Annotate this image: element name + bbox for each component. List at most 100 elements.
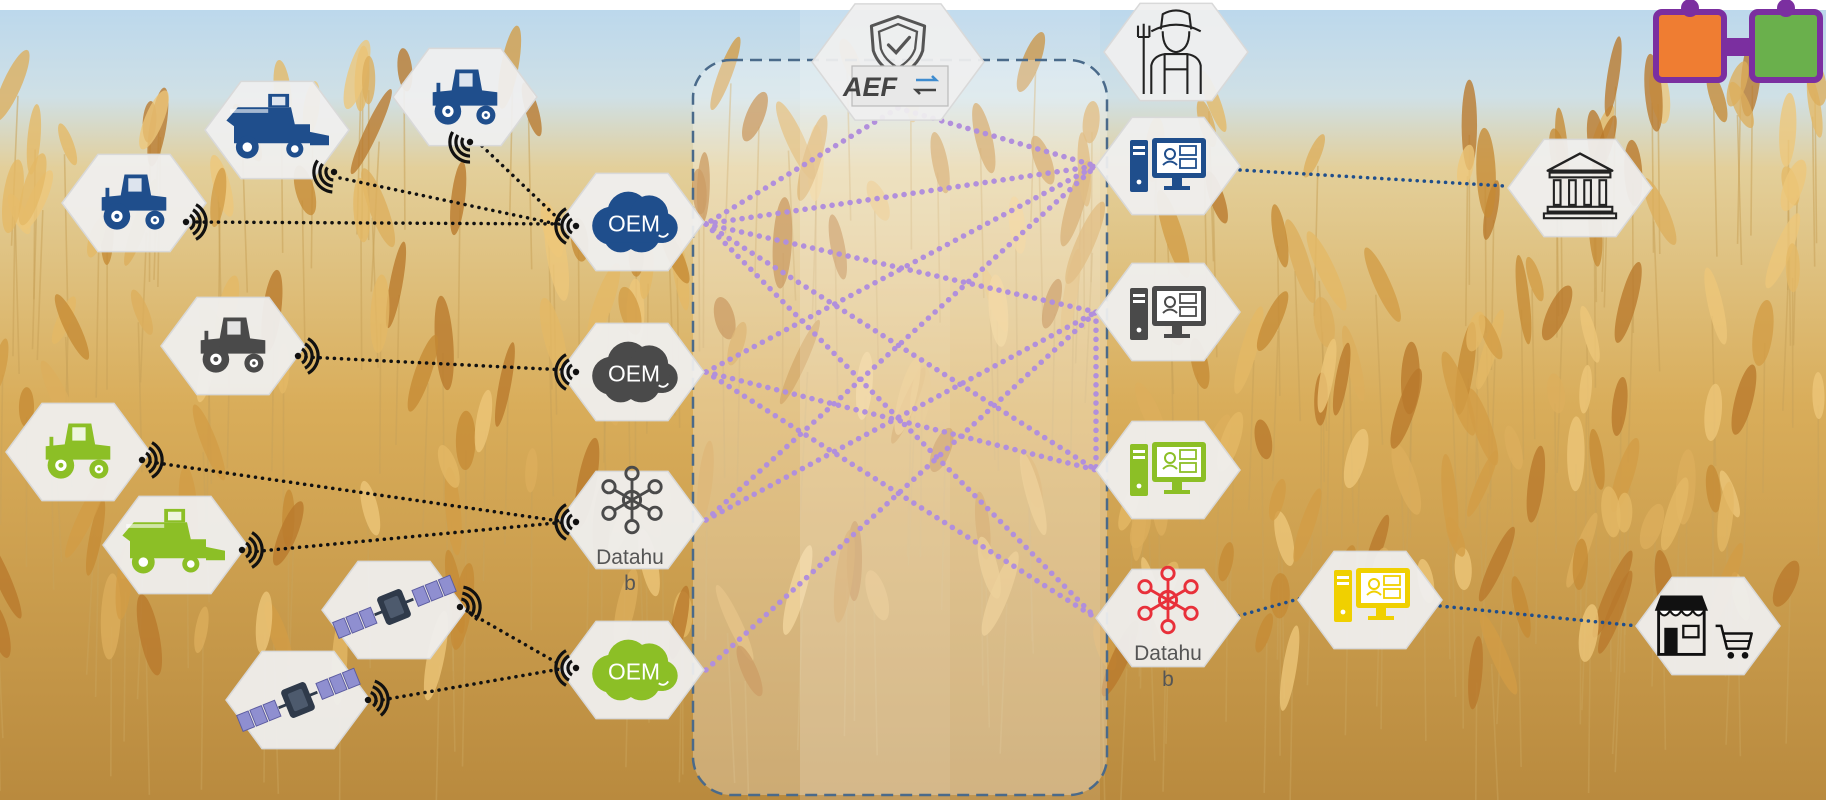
- wheat-stalk: [200, 639, 204, 790]
- wheat-head: [1016, 32, 1046, 93]
- wheat-stalk: [1785, 593, 1791, 744]
- network-hub-icon: [1137, 565, 1199, 635]
- wheat-stalk: [1084, 252, 1094, 403]
- wheat-head: [350, 89, 392, 175]
- wheat-head: [1274, 510, 1295, 566]
- wheat-stalk: [1271, 331, 1279, 482]
- wheat-stalk: [754, 126, 760, 277]
- oem-label: OEM: [608, 361, 660, 387]
- wheat-stalk: [1326, 385, 1331, 536]
- wheat-head: [1441, 351, 1476, 436]
- wheat-head: [1268, 478, 1286, 521]
- terminal-node: [1095, 420, 1241, 520]
- wheat-head: [1705, 464, 1721, 513]
- wheat-head: [833, 529, 855, 623]
- wheat-head: [130, 289, 153, 335]
- wheat-head: [1476, 127, 1496, 218]
- data-link: [703, 221, 1099, 621]
- wheat-stalk: [1743, 409, 1749, 560]
- wheat-head: [1332, 342, 1351, 416]
- service-link: [1238, 168, 1507, 188]
- wheat-stalk: [985, 577, 991, 728]
- wheat-head: [1601, 486, 1621, 538]
- wheat-head: [18, 387, 35, 428]
- computer-terminal-icon: [1130, 286, 1206, 340]
- wheat-stalk: [799, 371, 809, 523]
- wheat-stalk: [1535, 494, 1539, 645]
- wheat-stalk: [796, 600, 804, 751]
- tractor-node: [392, 47, 538, 164]
- wheat-stalk: [1614, 622, 1623, 773]
- wheat-head: [696, 152, 710, 224]
- wheat-head: [1511, 576, 1531, 638]
- wheat-head: [1526, 445, 1546, 523]
- wheat-head: [0, 537, 22, 619]
- wheat-stalk: [1490, 663, 1499, 800]
- satellite-node: [321, 560, 482, 660]
- data-link: [703, 163, 1099, 523]
- wheat-head: [54, 294, 90, 360]
- shopping-cart-icon: [1715, 624, 1753, 659]
- combine-harvester-icon: [122, 508, 225, 574]
- wheat-head: [450, 161, 467, 236]
- wheat-head: [1218, 542, 1234, 582]
- wheat-head: [353, 177, 371, 243]
- wheat-head: [474, 389, 493, 453]
- datahub-label-line1: Datahu: [596, 546, 664, 569]
- wheat-head: [385, 241, 407, 329]
- data-exchange-boundary: [691, 58, 1109, 797]
- wheat-head: [1660, 477, 1689, 551]
- oem-node: OEM: [554, 620, 705, 720]
- machine-link: [188, 220, 568, 226]
- wheat-stalk: [548, 346, 555, 497]
- wheat-stalk: [1517, 616, 1522, 767]
- wheat-head: [1580, 305, 1600, 363]
- puzzle-logo: [1653, 0, 1823, 83]
- wheat-head: [343, 39, 371, 110]
- wheat-head: [1466, 388, 1499, 466]
- shop-icon: [1654, 595, 1753, 659]
- wheat-stalk: [1225, 571, 1229, 722]
- data-link: [703, 105, 901, 227]
- wheat-head: [1779, 92, 1797, 167]
- machine-link: [468, 611, 568, 670]
- wheat-stalk: [1611, 604, 1621, 755]
- wheat-stalk: [1554, 403, 1557, 554]
- wheat-head: [1478, 526, 1515, 602]
- wheat-head: [1019, 452, 1047, 536]
- wheat-head: [1256, 291, 1289, 351]
- wireless-signal-icon: [312, 159, 338, 194]
- wheat-head: [1093, 622, 1117, 671]
- wheat-head: [1704, 383, 1723, 441]
- wheat-stalk: [1712, 106, 1718, 257]
- wheat-stalk: [909, 99, 913, 250]
- network-hub-icon: [601, 465, 663, 535]
- data-link: [703, 369, 1099, 473]
- wheat-head: [494, 342, 515, 427]
- wireless-signal-icon: [448, 131, 474, 164]
- wheat-stalk: [0, 658, 4, 739]
- wheat-stalk: [94, 547, 100, 698]
- wheat-head: [1704, 267, 1727, 345]
- wheat-head: [525, 448, 538, 493]
- wheat-head: [1456, 144, 1475, 188]
- wheat-stalk: [873, 605, 878, 756]
- wheat-head: [1467, 450, 1498, 517]
- wheat-head: [1572, 538, 1588, 590]
- wheat-stalk: [704, 490, 709, 641]
- machine-link: [304, 355, 568, 372]
- farmer-icon: [1136, 9, 1202, 95]
- wheat-head: [1604, 36, 1622, 117]
- wheat-stalk: [1464, 176, 1469, 327]
- wheat-head: [360, 480, 381, 536]
- combine-harvester-icon: [226, 93, 329, 159]
- wheat-head: [697, 440, 714, 520]
- wheat-stalk: [301, 200, 306, 351]
- wheat-head: [272, 501, 304, 566]
- wheat-head: [1611, 376, 1628, 436]
- wheat-stalk: [834, 256, 839, 407]
- wheat-stalk: [907, 415, 916, 566]
- wireless-signal-icon: [554, 207, 580, 245]
